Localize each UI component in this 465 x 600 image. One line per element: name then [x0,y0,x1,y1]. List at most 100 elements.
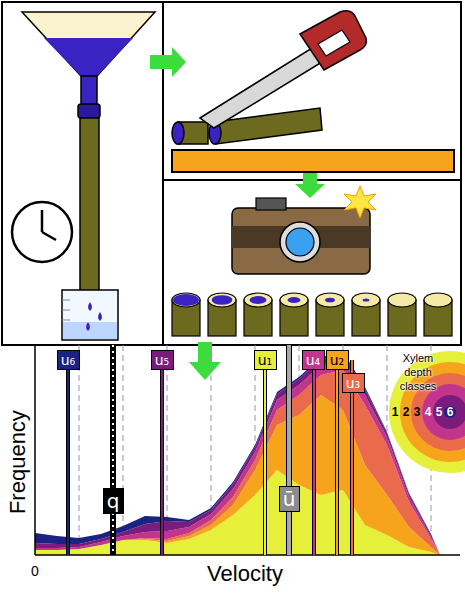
stem-discs [212,295,233,305]
legend-number: 1 [392,406,399,418]
velocity-label: u₃ [342,373,365,393]
camera [256,198,286,210]
saw [200,48,322,128]
velocity-markers [110,345,116,555]
velocity-markers [160,360,164,555]
camera [344,186,376,218]
panel-frames [2,2,461,345]
velocity-label: u₁ [254,350,277,370]
stem-discs [173,294,199,306]
stacked-areas [35,352,440,555]
beaker [62,290,118,340]
stem-segment [80,118,99,298]
saw [300,11,366,70]
velocity-label: u₄ [302,350,325,370]
beaker [63,322,117,339]
funnel [44,38,133,76]
ruler [172,150,454,172]
stacked-areas [35,352,440,555]
branch-pieces [172,122,184,144]
stem-discs [244,293,272,307]
legend-number: 4 [425,406,432,418]
marker-label: ū [283,489,296,509]
camera [286,228,314,256]
funnel [22,12,155,76]
ruler [172,150,454,172]
legend-swatch [444,406,456,418]
stem-discs [388,293,416,307]
stacked-areas [35,370,440,555]
stem-segment [80,118,99,298]
stem-discs [325,298,335,303]
camera [232,208,370,274]
beaker [62,310,70,311]
beaker [86,322,90,331]
beaker [62,300,70,320]
flow-label: q [103,488,124,514]
saw [200,11,366,128]
velocity-markers [68,345,352,555]
marker-label: u₅ [155,353,170,367]
marker-label: u₄ [306,353,321,367]
velocity-markers [313,360,315,555]
marker-label: q [107,491,120,511]
funnel [81,76,97,108]
flow-label: ū [279,486,300,512]
chart-axes [35,345,460,555]
stem-discs [172,293,200,307]
velocity-label: u₆ [57,350,80,370]
clock [12,202,72,262]
velocity-label: u₂ [326,350,349,370]
velocity-markers [312,360,316,555]
stem-discs [288,297,301,303]
stacked-areas [35,360,440,555]
panel-frames [163,180,461,345]
green-arrow [189,342,221,380]
marker-label: u₆ [61,353,76,367]
legend-title: Xylem depth classes [388,352,448,393]
legend-swatch [422,384,465,440]
camera [280,222,320,262]
legend-swatch [389,351,465,473]
funnel [22,12,155,118]
clock [41,210,44,232]
stem-discs [316,293,344,307]
panel-frames [163,2,461,180]
funnel [78,104,100,118]
chart-grid [79,345,80,555]
saw [318,30,350,56]
chart-grid [123,345,124,555]
beaker [62,320,70,321]
beaker [88,302,92,311]
stem-discs [352,293,380,307]
marker-label: u₁ [258,353,273,367]
velocity-markers [67,360,69,555]
legend-swatch [433,395,465,429]
legend-number: 6 [447,406,454,418]
beaker [62,300,70,301]
legend-number: 3 [414,406,421,418]
chart-axes [34,345,36,555]
velocity-markers [286,345,292,555]
marker-label: u₃ [346,376,361,390]
green-arrow [150,47,186,77]
panel-frames [2,2,163,345]
velocity-label: u₅ [151,350,174,370]
axis-title: Velocity [207,562,283,586]
velocity-markers [336,360,338,555]
velocity-markers [287,345,291,555]
stem-discs [250,296,267,304]
stem-discs [280,293,308,307]
clock [12,202,72,262]
stem-discs [363,298,370,301]
velocity-markers [264,360,266,555]
camera [232,186,376,274]
velocity-markers [161,360,163,555]
beaker [98,312,102,321]
velocity-markers [263,360,267,555]
chart-axes [35,554,460,556]
velocity-markers [66,360,70,555]
axis-title: Frequency [6,410,30,514]
